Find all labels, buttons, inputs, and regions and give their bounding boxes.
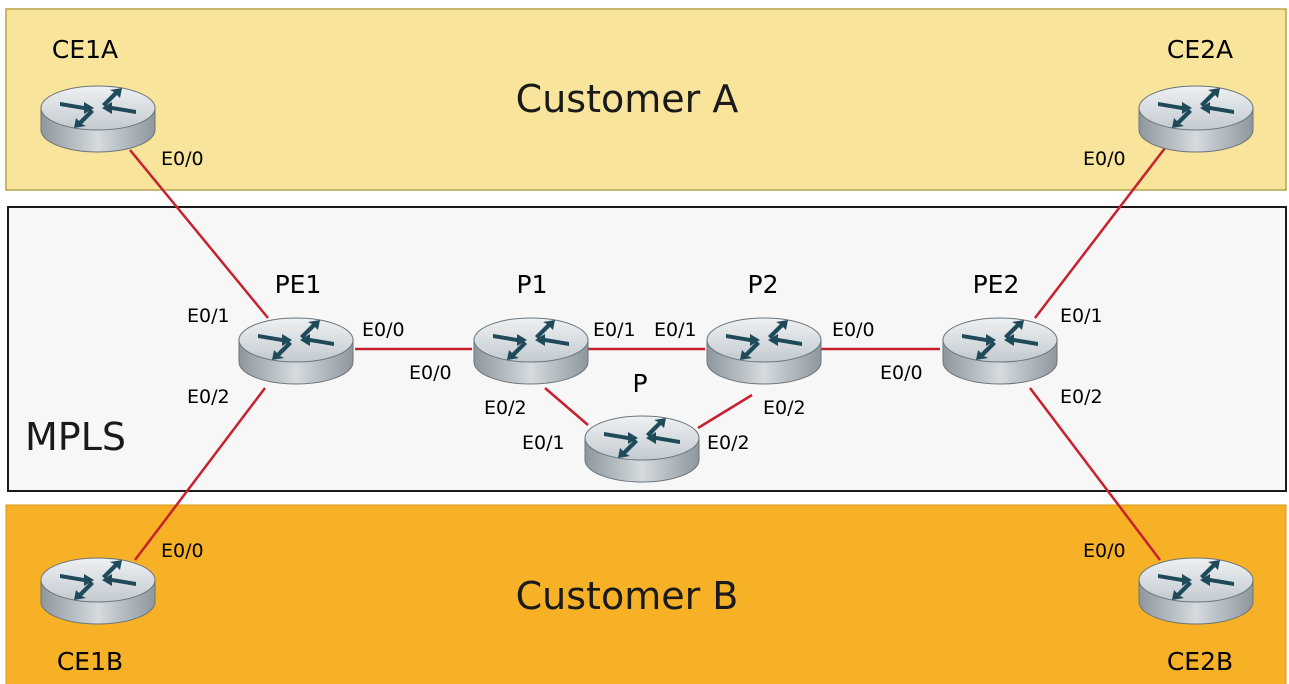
label-p1: P1 [517, 270, 548, 299]
router-icon [40, 557, 156, 625]
label-ce1a: CE1A [52, 35, 118, 64]
if-ce2a-e00: E0/0 [1083, 148, 1126, 170]
if-ce2b-e00: E0/0 [1083, 540, 1126, 562]
label-ce2a: CE2A [1167, 35, 1233, 64]
link-pe1-ce1b [134, 387, 266, 561]
router-icon [706, 317, 822, 385]
link-pe2-ce2b [1029, 387, 1161, 561]
link-ce1a-pe1 [129, 149, 269, 319]
label-p2: P2 [748, 270, 779, 299]
router-icon [238, 317, 354, 385]
if-p2-e02: E0/2 [763, 397, 806, 419]
router-icon [40, 85, 156, 153]
if-pe2-e00: E0/0 [880, 362, 923, 384]
router-p[interactable] [584, 415, 700, 483]
if-p2-e01: E0/1 [654, 319, 697, 341]
router-ce2a[interactable] [1138, 85, 1254, 153]
links [129, 147, 1166, 561]
if-p-e02: E0/2 [707, 432, 750, 454]
if-p1-e01: E0/1 [593, 319, 636, 341]
router-p1[interactable] [473, 317, 589, 385]
if-p-e01: E0/1 [522, 432, 565, 454]
router-p2[interactable] [706, 317, 822, 385]
link-p1-p [544, 387, 589, 426]
customer-a-zone [5, 8, 1287, 191]
router-ce2b[interactable] [1138, 557, 1254, 625]
label-ce2b: CE2B [1167, 647, 1233, 676]
if-pe1-e00: E0/0 [362, 319, 405, 341]
if-p2-e00: E0/0 [832, 319, 875, 341]
mpls-title: MPLS [25, 415, 126, 459]
if-pe1-e02: E0/2 [187, 386, 230, 408]
label-pe1: PE1 [275, 270, 322, 299]
router-ce1a[interactable] [40, 85, 156, 153]
link-ce2a-pe2 [1034, 147, 1166, 319]
label-pe2: PE2 [973, 270, 1020, 299]
router-icon [1138, 557, 1254, 625]
router-icon [1138, 85, 1254, 153]
router-icon [584, 415, 700, 483]
if-p1-e00: E0/0 [409, 362, 452, 384]
label-p: P [632, 369, 647, 398]
router-pe2[interactable] [942, 317, 1058, 385]
router-icon [473, 317, 589, 385]
if-pe2-e01: E0/1 [1060, 305, 1103, 327]
router-pe1[interactable] [238, 317, 354, 385]
label-ce1b: CE1B [57, 647, 123, 676]
router-ce1b[interactable] [40, 557, 156, 625]
if-ce1a-e00: E0/0 [161, 148, 204, 170]
if-ce1b-e00: E0/0 [161, 540, 204, 562]
router-icon [942, 317, 1058, 385]
if-pe1-e01: E0/1 [187, 305, 230, 327]
link-p2-p [697, 393, 753, 430]
if-pe2-e02: E0/2 [1060, 386, 1103, 408]
if-p1-e02: E0/2 [484, 397, 527, 419]
customer-a-title: Customer A [516, 77, 739, 121]
customer-b-title: Customer B [516, 574, 739, 618]
customer-b-zone [5, 504, 1287, 684]
